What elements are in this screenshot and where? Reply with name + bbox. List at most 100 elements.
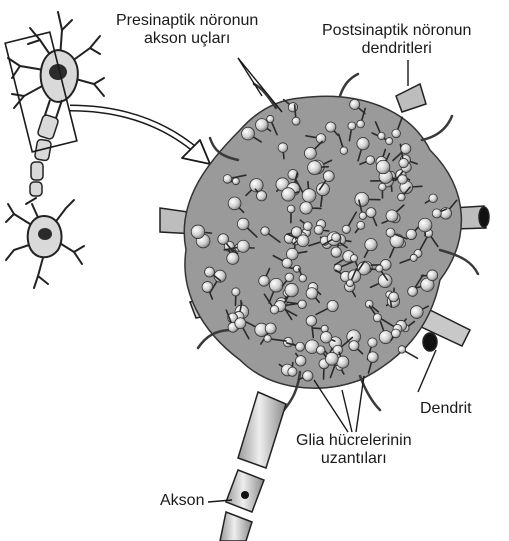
synaptic-knob [386, 210, 398, 222]
synaptic-knob [373, 314, 381, 322]
synaptic-knob [399, 158, 408, 167]
synaptic-knob [191, 225, 204, 238]
overview-neuron-bottom [6, 198, 84, 288]
synaptic-knob [331, 247, 341, 257]
synaptic-knob [265, 323, 276, 334]
synaptic-knob [357, 221, 365, 229]
synaptic-knob [427, 270, 438, 281]
synaptic-knob [408, 287, 418, 297]
synaptic-knob [326, 122, 336, 132]
synaptic-knob [368, 338, 377, 347]
synaptic-knob [292, 117, 300, 125]
synaptic-knob [429, 194, 437, 202]
synaptic-knob [366, 156, 375, 165]
synaptic-knob [365, 238, 377, 250]
synaptic-knob [432, 209, 441, 218]
synaptic-knob [367, 352, 378, 363]
synaptic-knob [237, 240, 249, 252]
synaptic-knob [308, 161, 322, 175]
synaptic-knob [389, 292, 399, 302]
synaptic-knob [232, 178, 239, 185]
synaptic-knob [227, 252, 239, 264]
axon [220, 392, 286, 541]
synaptic-knob [228, 197, 241, 210]
synaptic-knob [269, 278, 283, 292]
synaptic-knob [304, 147, 316, 159]
synaptic-knob [379, 183, 386, 190]
synaptic-knob [410, 306, 423, 319]
synaptic-knob [242, 127, 255, 140]
synaptic-knob [386, 138, 393, 145]
synaptic-knob [398, 175, 407, 184]
synaptic-knob [218, 234, 229, 245]
label-axon: Akson [160, 492, 204, 510]
synaptic-knob [257, 191, 267, 201]
synaptic-knob [287, 205, 295, 213]
synaptic-knob [320, 332, 331, 343]
synaptic-knob [285, 273, 294, 282]
synaptic-knob [340, 147, 348, 155]
synaptic-knob [306, 288, 317, 299]
synaptic-knob [232, 288, 240, 296]
synaptic-knob [398, 346, 405, 353]
synaptic-knob [285, 283, 298, 296]
synaptic-knob [392, 129, 401, 138]
synaptic-knob [366, 208, 376, 218]
synaptic-knob [282, 188, 295, 201]
synaptic-knob [376, 265, 383, 272]
synaptic-knob [347, 280, 354, 287]
synaptic-knob [300, 202, 312, 214]
synaptic-knob [298, 300, 307, 309]
synaptic-knob [259, 276, 270, 287]
synaptic-knob [418, 218, 432, 232]
synaptic-knob [379, 331, 392, 344]
synaptic-knob [306, 316, 316, 326]
synaptic-knob [325, 352, 338, 365]
synaptic-knob [332, 233, 341, 242]
synaptic-knob [314, 225, 323, 234]
synaptic-knob [410, 254, 417, 261]
synaptic-knob [205, 267, 215, 277]
synaptic-knob [299, 275, 306, 282]
synaptic-knob [303, 371, 313, 381]
synaptic-knob [398, 193, 406, 201]
synaptic-knob [264, 335, 271, 342]
synaptic-knob [355, 192, 369, 206]
synaptic-knob [235, 318, 246, 329]
zoom-arrow [70, 108, 210, 164]
synaptic-knob [256, 119, 269, 132]
synaptic-knob [357, 138, 369, 150]
synaptic-knob [349, 341, 359, 351]
synaptic-knob [406, 229, 416, 239]
synaptic-knob [348, 122, 356, 130]
synaptic-knob [295, 356, 305, 366]
synaptic-knob [267, 115, 274, 122]
synaptic-knob [288, 103, 297, 112]
synaptic-knob [350, 99, 360, 109]
synaptic-knob [357, 120, 365, 128]
synaptic-knob [282, 258, 292, 268]
synaptic-knob [359, 212, 366, 219]
synaptic-knob [261, 227, 270, 236]
synaptic-knob [323, 171, 334, 182]
synaptic-knob [237, 218, 249, 230]
label-presynaptic-axon-terminals: Presinaptik nöronun akson uçları [116, 12, 258, 48]
synaptic-knob [223, 175, 232, 184]
label-postsynaptic-dendrites: Postsinaptik nöronun dendritleri [322, 22, 471, 58]
synaptic-knob [378, 132, 385, 139]
label-glia-processes: Glia hücrelerinin uzantıları [296, 432, 412, 468]
synaptic-knob [386, 228, 395, 237]
synaptic-knob [303, 222, 312, 231]
nucleus-bottom [38, 228, 52, 240]
synaptic-knob [302, 189, 316, 203]
synaptic-knob [350, 255, 357, 262]
synaptic-knob [288, 367, 297, 376]
synaptic-knob [297, 235, 309, 247]
synaptic-knob [296, 342, 305, 351]
synaptic-knob [317, 346, 325, 354]
synaptic-knob [270, 306, 279, 315]
label-dendrite: Dendrit [420, 400, 472, 418]
synaptic-knob [283, 337, 293, 347]
synaptic-knob [391, 329, 400, 338]
